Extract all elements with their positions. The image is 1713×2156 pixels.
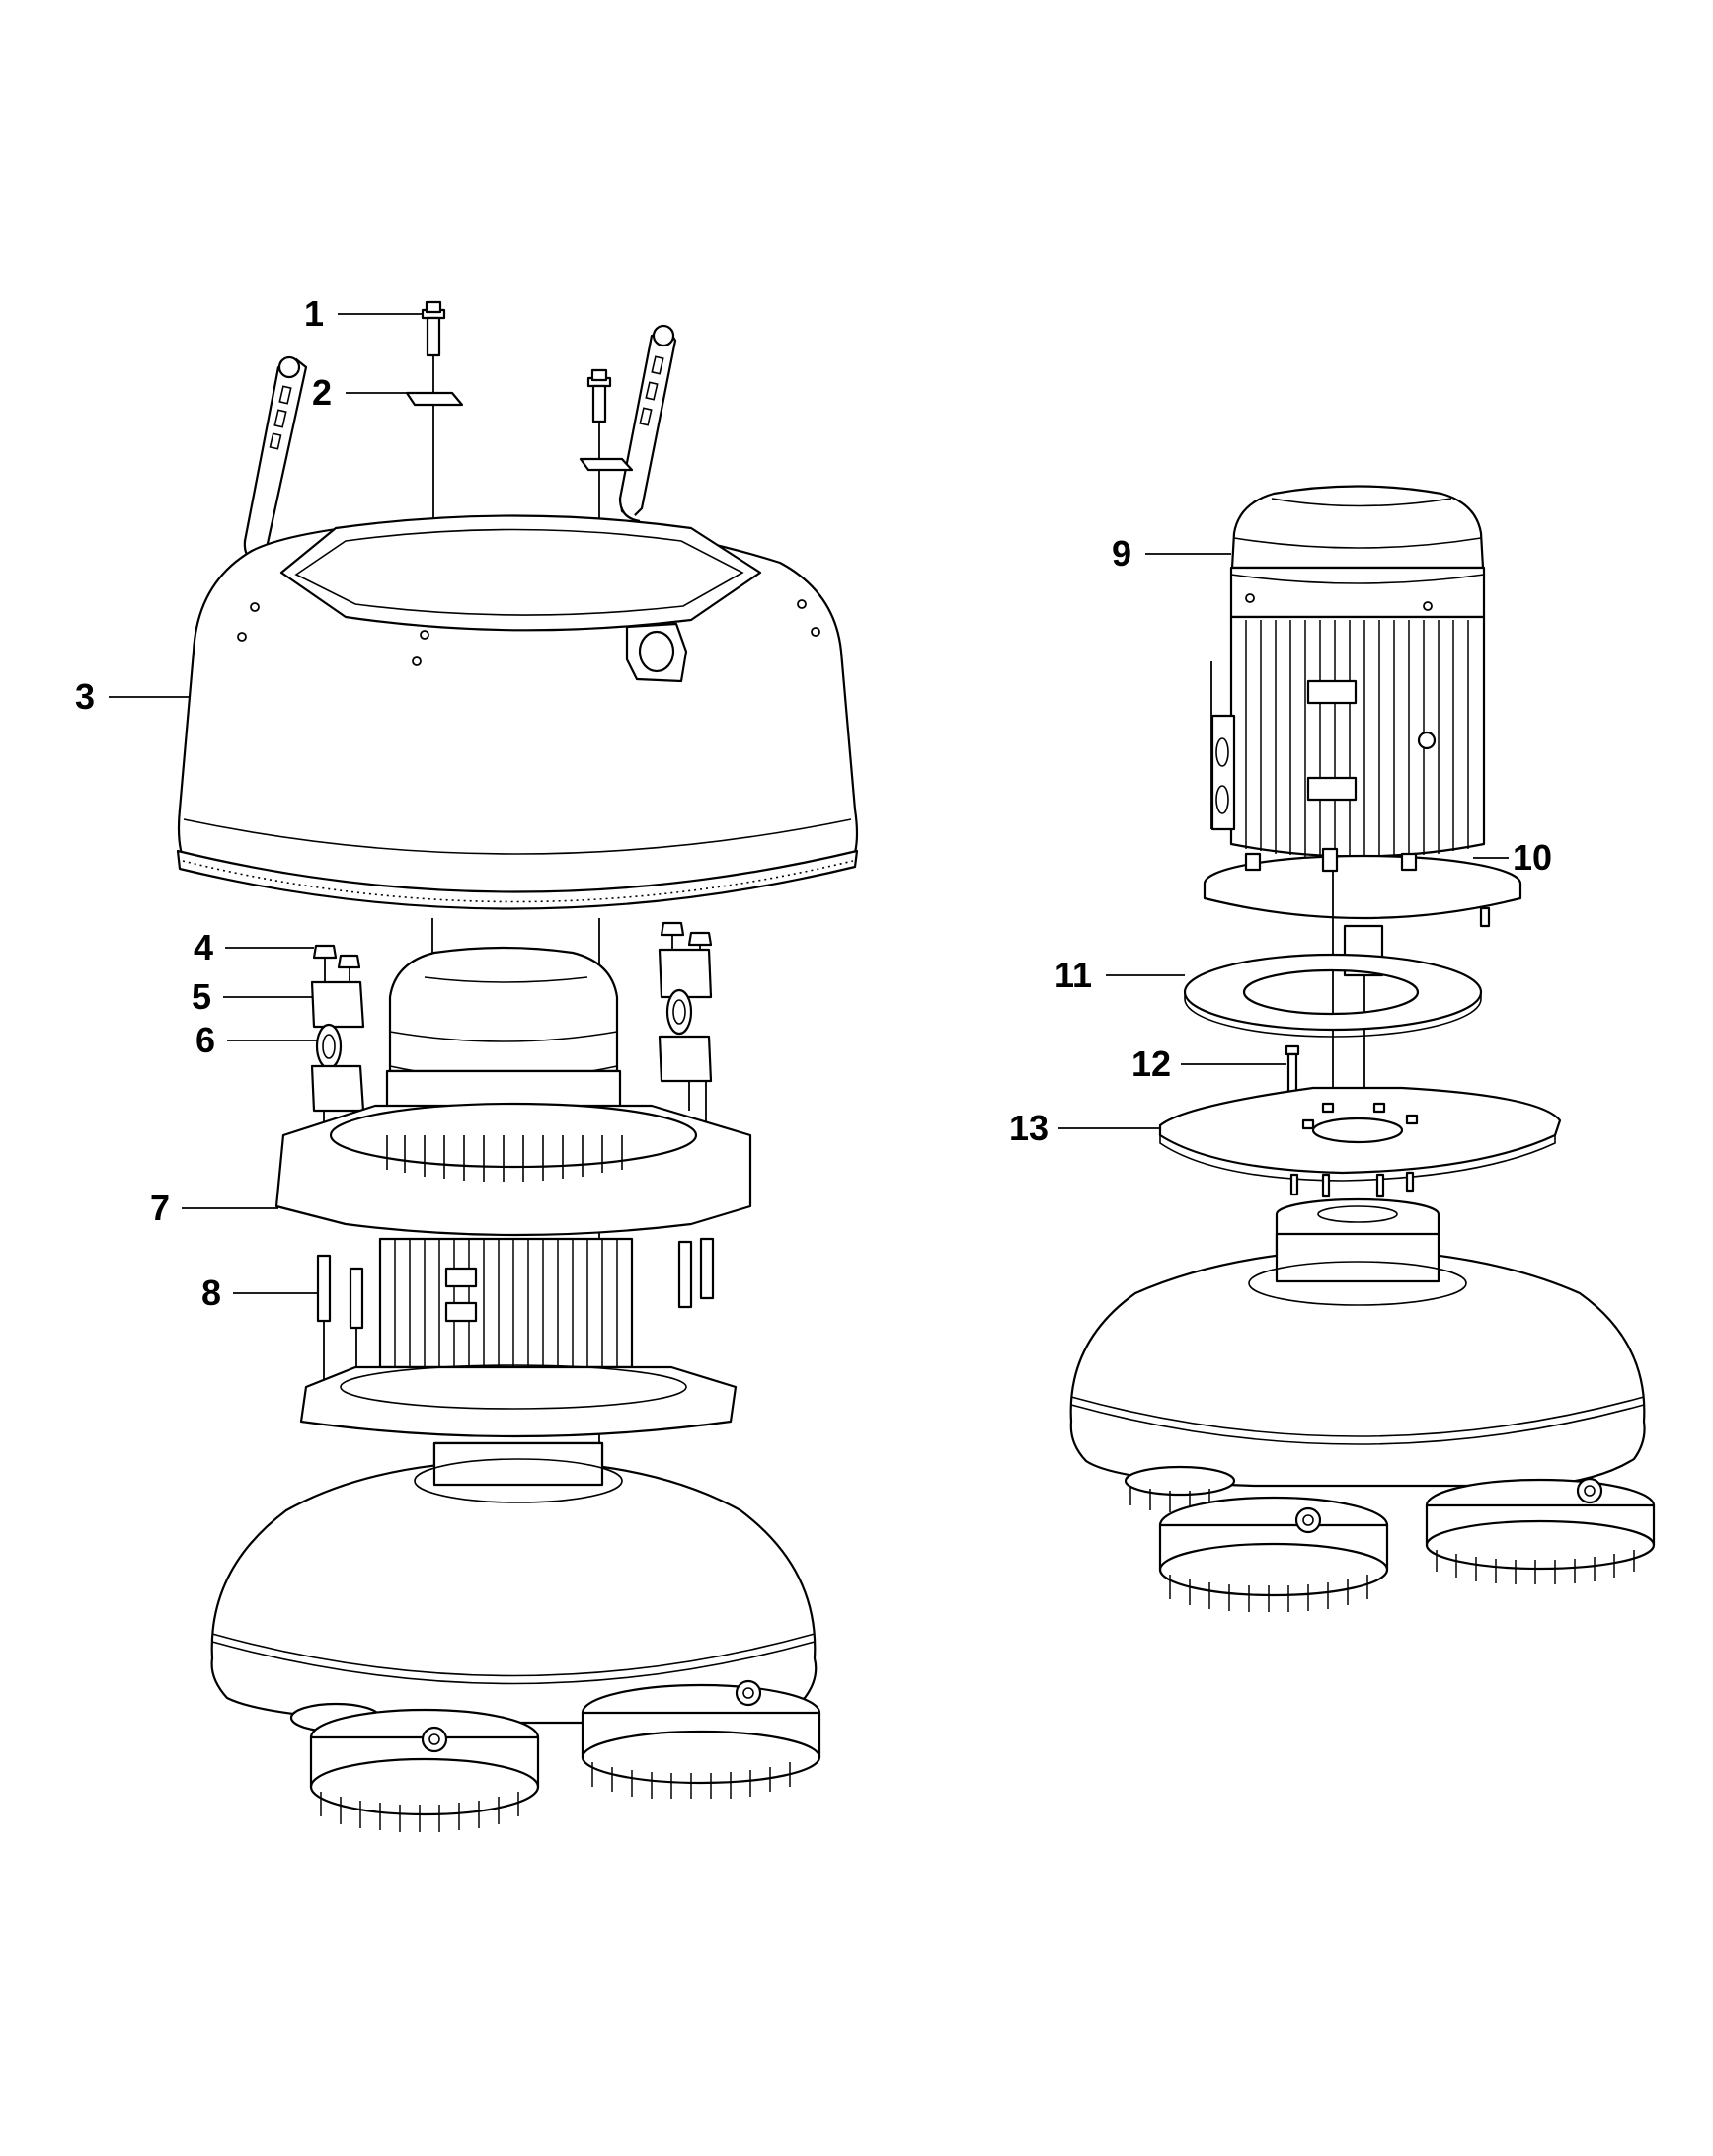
svg-text:8: 8 xyxy=(201,1272,221,1313)
grinding-head-right-back-right xyxy=(1425,1477,1656,1584)
callout-13: 13 xyxy=(1009,1108,1161,1148)
grinding-head-right-front xyxy=(1158,1496,1389,1612)
callout-1: 1 xyxy=(304,293,423,334)
right-assembly xyxy=(1069,485,1656,1612)
handle-right xyxy=(618,324,677,523)
callout-9: 9 xyxy=(1112,533,1231,574)
callout-2: 2 xyxy=(312,372,409,413)
callout-12: 12 xyxy=(1131,1043,1286,1084)
spacer-part-8 xyxy=(316,1237,715,1392)
svg-text:6: 6 xyxy=(195,1020,215,1060)
svg-text:10: 10 xyxy=(1513,837,1552,878)
callout-11: 11 xyxy=(1054,955,1185,995)
svg-text:4: 4 xyxy=(194,927,213,967)
svg-text:1: 1 xyxy=(304,293,324,334)
bearing-bracket-left xyxy=(310,944,365,1160)
svg-text:2: 2 xyxy=(312,372,332,413)
motor-part-9 xyxy=(1210,485,1486,859)
bolt-part-1-second xyxy=(586,368,612,424)
svg-text:5: 5 xyxy=(192,976,211,1017)
washer-part-2-second xyxy=(579,457,634,472)
svg-text:11: 11 xyxy=(1054,955,1092,995)
motor-flange-part-10 xyxy=(1203,847,1522,928)
housing-right xyxy=(1069,1197,1646,1488)
motor-base-plate-left xyxy=(299,1364,738,1438)
bearing-bracket-right xyxy=(658,921,713,1130)
cover-part-3 xyxy=(176,514,859,910)
callout-8: 8 xyxy=(201,1272,318,1313)
callout-7: 7 xyxy=(150,1188,278,1228)
motor-lower-body xyxy=(378,1237,634,1369)
gasket-ring-part-11 xyxy=(1183,953,1483,1038)
callout-3: 3 xyxy=(75,676,190,717)
mounting-plate-part-13 xyxy=(1158,1086,1562,1198)
grinding-head-left-front xyxy=(309,1708,540,1832)
grinding-head-right-back-left xyxy=(1124,1465,1236,1512)
grinding-head-right xyxy=(581,1679,821,1799)
svg-text:9: 9 xyxy=(1112,533,1131,574)
left-assembly xyxy=(176,300,859,1832)
housing-left xyxy=(210,1441,818,1725)
washer-part-2 xyxy=(405,391,464,407)
svg-text:7: 7 xyxy=(150,1188,170,1228)
bolt-part-1 xyxy=(421,300,446,357)
callout-6: 6 xyxy=(195,1020,318,1060)
motor-mount-plate-part-7 xyxy=(274,1102,752,1237)
svg-text:13: 13 xyxy=(1009,1108,1049,1148)
callout-5: 5 xyxy=(192,976,312,1017)
callout-10: 10 xyxy=(1473,837,1552,878)
callout-4: 4 xyxy=(194,927,314,967)
svg-text:12: 12 xyxy=(1131,1043,1171,1084)
svg-text:3: 3 xyxy=(75,676,95,717)
